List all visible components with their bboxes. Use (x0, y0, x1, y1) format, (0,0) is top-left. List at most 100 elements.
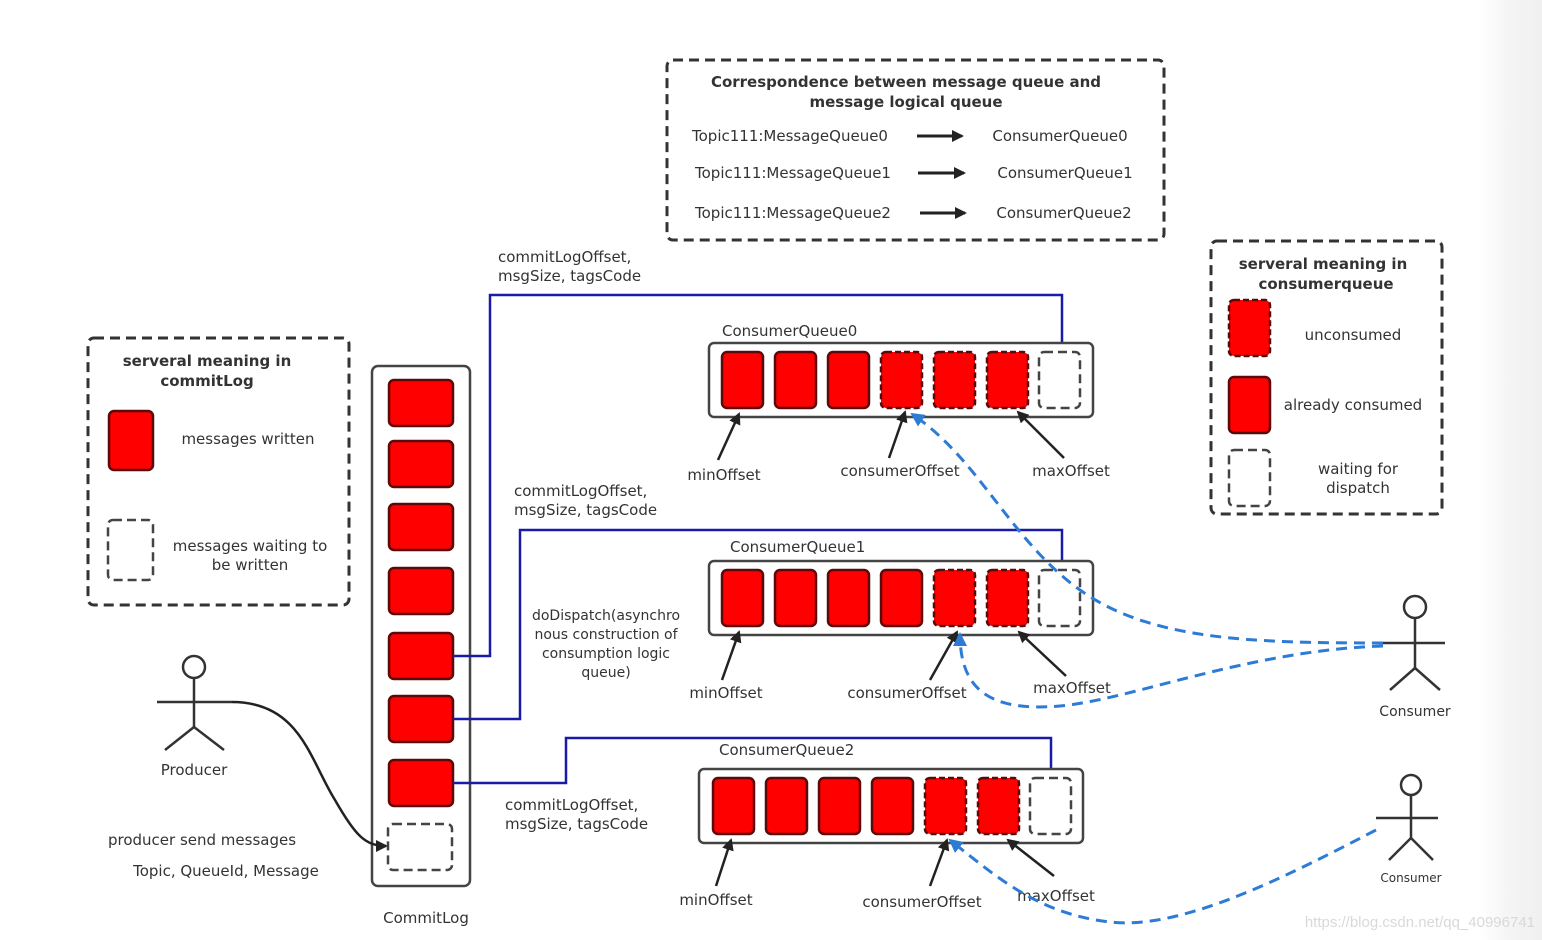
min-offset-label: minOffset (689, 684, 762, 702)
queue-cell-consumed (720, 350, 765, 410)
dispatch-label-2-2: msgSize, tagsCode (505, 815, 648, 833)
legend-written-swatch (107, 409, 155, 472)
consumer-person-icon (1376, 773, 1438, 861)
dispatch-label-0-2: msgSize, tagsCode (498, 267, 641, 285)
queue-cell-consumed (773, 568, 818, 628)
commitlog-message-written (387, 439, 455, 489)
mapping-from: Topic111:MessageQueue1 (694, 164, 891, 182)
mapping-from: Topic111:MessageQueue2 (694, 204, 891, 222)
consumerqueue-legend: serveral meaning in consumerqueue uncons… (1209, 239, 1444, 516)
consumerqueue-legend-title: serveral meaning in (1239, 255, 1408, 273)
commitlog-legend-title-2: commitLog (160, 372, 253, 390)
dispatch-lines (453, 293, 1072, 785)
dispatch-label-2: commitLogOffset, (505, 796, 638, 814)
consumer-queue-cells (720, 350, 1082, 410)
consumer-queue-0: ConsumerQueue0 minOffset consumerOffset … (687, 322, 1110, 484)
legend-waiting-swatch (106, 518, 155, 582)
dispatch-label-1: commitLogOffset, (514, 482, 647, 500)
legend-waiting-dispatch-label-2: dispatch (1326, 479, 1390, 497)
commitlog-message-written (387, 378, 455, 428)
queue-cell-unconsumed (985, 568, 1030, 628)
legend-consumed-label: already consumed (1284, 396, 1422, 414)
queue-cell-consumed (720, 568, 765, 628)
queue-cell-unconsumed (932, 350, 977, 410)
min-offset-pointer (720, 630, 742, 681)
consumer-actor-1: Consumer (1379, 594, 1451, 720)
consumer-label: Consumer (1380, 871, 1441, 885)
commitlog-message-written (387, 631, 455, 681)
consumer-offset-pointer (928, 838, 950, 887)
commitlog-message-waiting (386, 822, 454, 872)
queue-cell-consumed (764, 776, 809, 836)
queue-cell-waiting (1037, 350, 1082, 410)
consumer-queue-cells (711, 776, 1073, 836)
dispatch-note: doDispatch(asynchro nous construction of… (532, 608, 680, 681)
consumer-line-queue2 (948, 828, 1377, 925)
queue-cell-consumed (879, 568, 924, 628)
max-offset-label: maxOffset (1033, 679, 1111, 697)
dispatch-label-1-2: msgSize, tagsCode (514, 501, 657, 519)
producer-send-label: producer send messages (108, 831, 296, 849)
legend-waiting-label: messages waiting to (173, 537, 328, 555)
legend-consumed-swatch (1227, 375, 1272, 435)
producer-label: Producer (161, 761, 228, 779)
legend-unconsumed-swatch (1227, 298, 1272, 358)
dispatch-note-line3: consumption logic (542, 646, 670, 662)
watermark: https://blog.csdn.net/qq_40996741 (1305, 914, 1535, 931)
legend-waiting-dispatch-label: waiting for (1318, 460, 1399, 478)
mapping-box-title: Correspondence between message queue and (711, 73, 1101, 91)
consumer-person-icon (1383, 594, 1445, 691)
dispatch-note-line1: doDispatch(asynchro (532, 608, 680, 624)
queue-cell-consumed (817, 776, 862, 836)
dispatch-line-queue0 (453, 293, 1072, 658)
consumer-queue-cells (720, 568, 1082, 628)
consumer-queue-1: ConsumerQueue1 minOffset consumerOffset … (689, 538, 1111, 702)
mapping-row: Topic111:MessageQueue2 ConsumerQueue2 (694, 204, 1132, 222)
consumer-queue-2: ConsumerQueue2 minOffset consumerOffset … (679, 741, 1095, 911)
legend-waiting-dispatch-swatch (1227, 448, 1272, 508)
consumer-offset-label: consumerOffset (840, 462, 959, 480)
commitlog-label: CommitLog (383, 909, 469, 927)
producer-send-fields: Topic, QueueId, Message (132, 862, 319, 880)
commitlog-legend: serveral meaning in commitLog messages w… (86, 336, 351, 607)
queue-cell-unconsumed (985, 350, 1030, 410)
consumerqueue-legend-border (1209, 239, 1444, 516)
consumer-offset-pointer (928, 630, 959, 681)
consumer-offset-pointer (887, 410, 908, 459)
max-offset-pointer (1016, 410, 1065, 459)
consumer-line-queue0 (910, 412, 1384, 645)
legend-waiting-label-2: be written (212, 556, 289, 574)
mapping-row: Topic111:MessageQueue0 ConsumerQueue0 (691, 127, 1128, 145)
consumer-queue-name: ConsumerQueue2 (719, 741, 854, 759)
min-offset-pointer (716, 412, 741, 461)
min-offset-label: minOffset (679, 891, 752, 909)
mapping-to: ConsumerQueue2 (996, 204, 1131, 222)
consumer-offset-label: consumerOffset (862, 893, 981, 911)
mapping-box-title-2: message logical queue (809, 93, 1002, 111)
producer-send-arrow (231, 700, 388, 852)
commitlog-message-written (387, 502, 455, 552)
queue-cell-consumed (826, 568, 871, 628)
queue-cell-consumed (711, 776, 756, 836)
commitlog-message-written (387, 758, 455, 808)
mapping-from: Topic111:MessageQueue0 (691, 127, 888, 145)
consumer-queue-name: ConsumerQueue0 (722, 322, 857, 340)
commitlog-container (370, 364, 472, 888)
mapping-box-border (665, 58, 1166, 242)
queue-cell-unconsumed (879, 350, 924, 410)
legend-written-label: messages written (181, 430, 314, 448)
consumer-label: Consumer (1379, 704, 1451, 720)
dispatch-line-queue2 (453, 736, 1061, 785)
consumer-queue-name: ConsumerQueue1 (730, 538, 865, 556)
consumer-actor-2: Consumer (1376, 773, 1442, 885)
commitlog-legend-title: serveral meaning in (123, 352, 292, 370)
dispatch-note-line4: queue) (581, 665, 630, 681)
commitlog-message-written (387, 694, 455, 744)
mapping-to: ConsumerQueue1 (997, 164, 1132, 182)
legend-unconsumed-label: unconsumed (1305, 326, 1402, 344)
queue-cell-unconsumed (932, 568, 977, 628)
queue-cell-consumed (773, 350, 818, 410)
queue-mapping-box: Correspondence between message queue and… (665, 58, 1166, 242)
max-offset-pointer (1017, 630, 1067, 677)
queue-cell-consumed (826, 350, 871, 410)
